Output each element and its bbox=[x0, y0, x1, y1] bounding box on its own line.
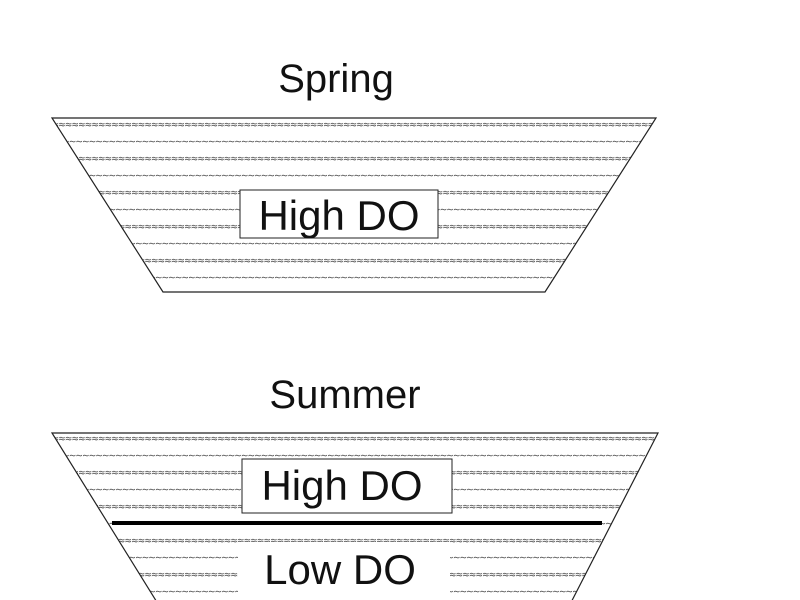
summer-high-do-label: High DO bbox=[261, 462, 422, 509]
water-wave-row: ≈≈≈≈≈≈≈≈≈≈≈≈≈≈≈≈≈≈≈≈≈≈≈≈≈≈≈≈≈≈≈≈≈≈≈≈≈≈≈≈… bbox=[52, 152, 668, 165]
water-wave-row: ∼∼∼∼∼∼∼∼∼∼∼∼∼∼∼∼∼∼∼∼∼∼∼∼∼∼∼∼∼∼∼∼∼∼∼∼∼∼∼∼… bbox=[56, 271, 672, 284]
summer-lake-basin bbox=[50, 432, 659, 600]
spring-title: Spring bbox=[278, 57, 394, 101]
summer-panel: Summer ≈≈≈≈≈≈≈≈≈≈≈≈≈≈≈≈≈≈≈≈≈≈≈≈≈≈≈≈≈≈≈≈≈… bbox=[50, 373, 672, 600]
summer-low-do-box bbox=[238, 542, 450, 600]
water-wave-row: ∼∼∼∼∼∼∼∼∼∼∼∼∼∼∼∼∼∼∼∼∼∼∼∼∼∼∼∼∼∼∼∼∼∼∼∼∼∼∼∼… bbox=[56, 237, 672, 250]
water-wave-row: ≈≈≈≈≈≈≈≈≈≈≈≈≈≈≈≈≈≈≈≈≈≈≈≈≈≈≈≈≈≈≈≈≈≈≈≈≈≈≈≈… bbox=[52, 254, 668, 267]
spring-high-do-box bbox=[239, 189, 439, 239]
summer-high-do-box bbox=[241, 458, 453, 514]
water-wave-row: ≈≈≈≈≈≈≈≈≈≈≈≈≈≈≈≈≈≈≈≈≈≈≈≈≈≈≈≈≈≈≈≈≈≈≈≈≈≈≈≈… bbox=[52, 534, 668, 547]
water-wave-row: ∼∼∼∼∼∼∼∼∼∼∼∼∼∼∼∼∼∼∼∼∼∼∼∼∼∼∼∼∼∼∼∼∼∼∼∼∼∼∼∼… bbox=[56, 135, 672, 148]
water-wave-row: ≈≈≈≈≈≈≈≈≈≈≈≈≈≈≈≈≈≈≈≈≈≈≈≈≈≈≈≈≈≈≈≈≈≈≈≈≈≈≈≈… bbox=[52, 118, 668, 131]
water-wave-row: ≈≈≈≈≈≈≈≈≈≈≈≈≈≈≈≈≈≈≈≈≈≈≈≈≈≈≈≈≈≈≈≈≈≈≈≈≈≈≈≈… bbox=[52, 432, 668, 445]
spring-lake-basin bbox=[50, 117, 658, 293]
summer-title: Summer bbox=[269, 373, 420, 417]
water-wave-row: ∼∼∼∼∼∼∼∼∼∼∼∼∼∼∼∼∼∼∼∼∼∼∼∼∼∼∼∼∼∼∼∼∼∼∼∼∼∼∼∼… bbox=[56, 449, 672, 462]
spring-high-do-label: High DO bbox=[258, 192, 419, 239]
summer-low-do-label: Low DO bbox=[264, 546, 416, 593]
water-wave-row: ∼∼∼∼∼∼∼∼∼∼∼∼∼∼∼∼∼∼∼∼∼∼∼∼∼∼∼∼∼∼∼∼∼∼∼∼∼∼∼∼… bbox=[56, 169, 672, 182]
spring-panel: Spring ≈≈≈≈≈≈≈≈≈≈≈≈≈≈≈≈≈≈≈≈≈≈≈≈≈≈≈≈≈≈≈≈≈… bbox=[50, 57, 672, 293]
